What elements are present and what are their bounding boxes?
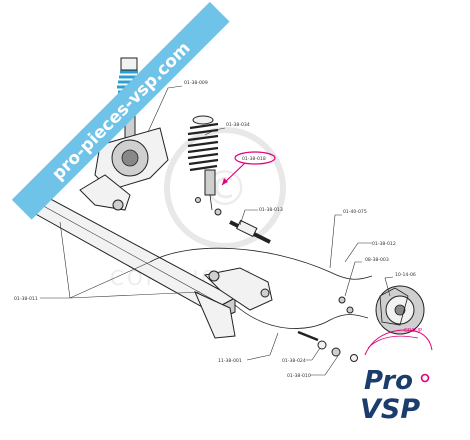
right-shock-absorber [187, 115, 219, 211]
callout-01-38-024: 01-38-024 [282, 358, 306, 364]
leader-lines [40, 85, 394, 376]
logo-line2: VSP [360, 394, 420, 425]
logo-car-outline [364, 329, 433, 356]
trailing-arm [203, 267, 273, 311]
callout-08-38-003: 08-38-003 [365, 257, 389, 263]
logo-tag: GROUP [404, 328, 422, 334]
callout-01-38-011: 01-38-011 [14, 296, 38, 302]
callout-11-38-001: 11-38-001 [218, 358, 242, 364]
shock-fasteners [195, 197, 271, 244]
left-hub-assembly [79, 127, 169, 211]
callout-01-38-010: 01-38-010 [287, 373, 311, 379]
callout-01-38-013: 01-38-013 [259, 207, 283, 213]
logo-line1: Pro [364, 366, 413, 396]
callout-01-38-012: 01-38-012 [372, 241, 396, 247]
callout-10-14-06: 10-14-06 [395, 272, 416, 278]
highlight-ellipse [234, 151, 276, 165]
logo-dot [420, 373, 430, 383]
callout-labels: 01-38-009 01-38-034 01-38-018 01-38-013 … [14, 80, 416, 379]
small-parts [297, 330, 358, 362]
brake-cables [149, 247, 373, 329]
callout-01-40-075: 01-40-075 [343, 209, 367, 215]
callout-01-38-018: 01-38-018 [242, 156, 266, 162]
rear-axle-beam [30, 195, 237, 339]
provsp-logo: GROUP Pro VSP [360, 328, 433, 425]
right-hub-assembly [338, 285, 425, 335]
callout-01-38-034: 01-38-034 [226, 122, 250, 128]
callout-01-38-009: 01-38-009 [184, 80, 208, 86]
